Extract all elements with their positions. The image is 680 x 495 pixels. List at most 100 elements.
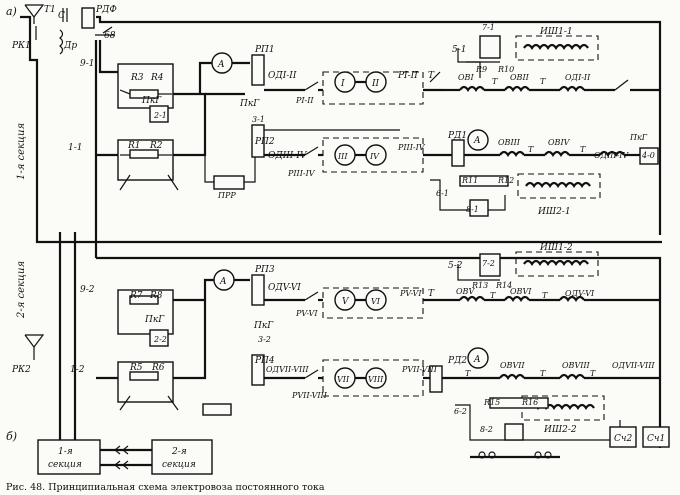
label-68: 68: [104, 31, 116, 41]
section1-resistor-block-r1-r2: [117, 139, 179, 191]
s1-label-r12: R12: [497, 176, 514, 185]
s2-label-rd2: РД2: [447, 356, 467, 366]
s1-label-rpI-II: РI-II: [295, 96, 314, 105]
s2-label-ov7: ОВVII: [500, 361, 525, 370]
pantograph-1: [24, 4, 45, 24]
label-c: C: [58, 11, 65, 21]
s1-label-1-1: 1-1: [68, 143, 83, 153]
s2-label-r14: R14: [495, 281, 512, 290]
counter-sch1: [642, 426, 670, 448]
field-winding-ov6: [504, 295, 530, 302]
s1-label-ov1: ОВI: [458, 73, 474, 82]
label-part-b: б): [6, 430, 17, 443]
s1-label-5-1: 5-1: [452, 45, 467, 55]
s2-label-8-2: 8-2: [480, 425, 493, 434]
field-winding-ov5: [459, 295, 485, 302]
s1-label-2-1: 2-1: [153, 111, 167, 120]
s2-label-r8: R8: [149, 291, 163, 301]
s1-label-r11: R11: [461, 176, 478, 185]
s2-label-6-2: 6-2: [454, 407, 467, 416]
s1-label-odI-II: ОДI-II: [268, 71, 297, 81]
label-dr: Др: [63, 41, 77, 51]
s1-label-7-1: 7-1: [482, 23, 495, 32]
motor-pair-5-6: [322, 287, 424, 319]
pkg-40-box: [639, 147, 659, 165]
label-section-2: 2-я секция: [16, 261, 27, 319]
s1-label-pkg-b: ПкГ: [239, 99, 260, 109]
s2-label-rV-VI-b: РV-VI: [399, 289, 422, 298]
s1-label-rp1: РП1: [254, 45, 275, 55]
s1-label-r4: R4: [150, 73, 164, 83]
s2-label-m7: VII: [337, 375, 350, 384]
s2-label-m6: VI: [371, 297, 381, 306]
s1-label-rd1: РД1: [447, 131, 467, 141]
rd1-relay: [451, 139, 465, 167]
s2-label-ov6: ОВVI: [510, 287, 532, 296]
block-section-2: [151, 439, 213, 475]
block-1-line2: секция: [48, 460, 82, 470]
s2-label-r7: R7: [129, 291, 143, 301]
s2-label-amp-a: A: [219, 277, 227, 287]
section1-resistor-block-r3-r4: [117, 63, 174, 123]
block-2-line2: секция: [162, 460, 196, 470]
s2-label-1-2: 1-2: [70, 365, 85, 375]
shunt-ish2-1: [517, 173, 601, 199]
choke-dr: [59, 29, 64, 55]
field-winding-ov2: [504, 85, 530, 92]
s2-label-2-2: 2-2: [153, 335, 167, 344]
s2-label-5-2: 5-2: [448, 261, 463, 271]
s1-label-rp2: РП2: [254, 137, 275, 147]
section2-resistor-block-r7-r8: [117, 289, 174, 347]
field-winding-odI: [559, 85, 585, 92]
field-winding-ov8: [559, 373, 585, 380]
s1-label-amp-a: A: [217, 60, 225, 70]
field-winding-ov7: [499, 373, 525, 380]
s1-label-pkg-c: ПкГ: [629, 133, 648, 142]
s2-label-pkg-a: ПкГ: [144, 315, 165, 325]
label-rk1: РК1: [11, 41, 31, 51]
s2-label-sch2: Сч2: [614, 434, 632, 444]
shunt-ish1-2: [479, 251, 599, 277]
ammeter-a4: [467, 347, 489, 369]
motor-pair-1-2: [322, 71, 424, 105]
s2-label-ish2-2: ИШ2-2: [543, 425, 577, 435]
s2-label-rVII-VIII-b: РVII-VIII: [401, 365, 438, 374]
s2-label-rp4: РП4: [254, 356, 275, 366]
s2-label-t-d: T: [465, 369, 471, 378]
rd-box-2: [202, 403, 232, 416]
shunt-ish1-1: [479, 35, 599, 61]
s1-label-m4: IV: [369, 152, 380, 161]
s1-label-t-a: T: [428, 71, 435, 81]
s1-label-6-1: 6-1: [436, 189, 449, 198]
pantograph-2: [24, 334, 45, 360]
s2-label-t-c: T: [542, 291, 548, 300]
s1-label-rI-II: РI-II: [397, 71, 418, 81]
s1-label-4-0: 4-0: [641, 151, 655, 160]
s2-label-odV-VI: ОДV-VI: [268, 283, 301, 293]
ammeter-a2: [467, 129, 489, 151]
s1-label-r9: R9: [475, 65, 487, 74]
label-part-a: а): [6, 5, 17, 18]
s2-label-amp-b: A: [473, 355, 481, 365]
rp1-relay: [251, 54, 265, 86]
s2-label-9-2: 9-2: [80, 285, 95, 295]
s1-label-m3: III: [337, 152, 348, 161]
field-winding-ov1: [459, 85, 485, 92]
s1-label-rIII-IV-a: РIII-IV: [287, 169, 316, 178]
s2-label-m8: VIII: [368, 375, 384, 384]
s2-label-r13: R13: [471, 281, 488, 290]
figure-caption: Рис. 48. Принципиальная схема электровоз…: [6, 482, 325, 493]
s1-label-odIII-IV: ОДIII-IV: [268, 151, 308, 161]
s1-label-ov4: ОВIV: [548, 138, 571, 147]
s2-label-t-a: T: [428, 289, 435, 299]
prr-relay: [213, 175, 245, 190]
motor-pair-3-4: [322, 137, 424, 173]
s1-label-odIII-IV-r: ОДIII-IV: [594, 151, 629, 160]
s1-label-9-1: 9-1: [80, 59, 95, 69]
s1-label-m2: II: [371, 79, 380, 89]
wheels-ground: [478, 451, 552, 459]
s2-label-sch1: Сч1: [647, 434, 665, 444]
s1-label-r3: R3: [130, 73, 144, 83]
s2-label-pkg-b: ПкГ: [253, 321, 274, 331]
